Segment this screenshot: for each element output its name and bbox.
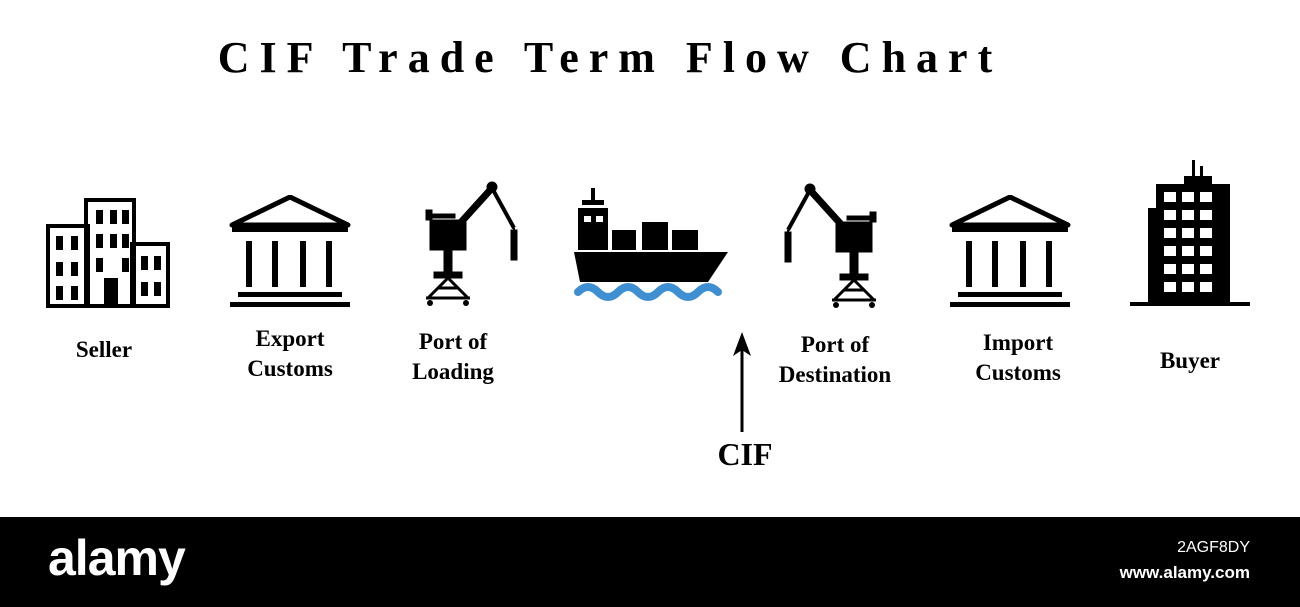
- office-building-icon: [46, 198, 170, 308]
- customs-building-icon: [229, 195, 351, 307]
- skyscraper-icon: [1130, 160, 1250, 306]
- up-arrow-icon: [733, 332, 751, 432]
- step-label-seller: Seller: [75, 337, 133, 362]
- cif-marker-label: CIF: [717, 436, 773, 472]
- footer-bar: alamy 2AGF8DY www.alamy.com: [0, 517, 1300, 607]
- footer-url[interactable]: www.alamy.com: [1119, 563, 1250, 582]
- page-title: CIF Trade Term Flow Chart: [217, 33, 1003, 82]
- customs-building-icon: [949, 195, 1071, 307]
- brand-logo: alamy: [48, 530, 186, 586]
- step-label-buyer: Buyer: [1159, 348, 1221, 373]
- cargo-ship-icon: [574, 188, 728, 301]
- image-code: 2AGF8DY: [1177, 539, 1250, 556]
- port-crane-icon: [784, 183, 877, 308]
- port-crane-icon: [425, 181, 518, 306]
